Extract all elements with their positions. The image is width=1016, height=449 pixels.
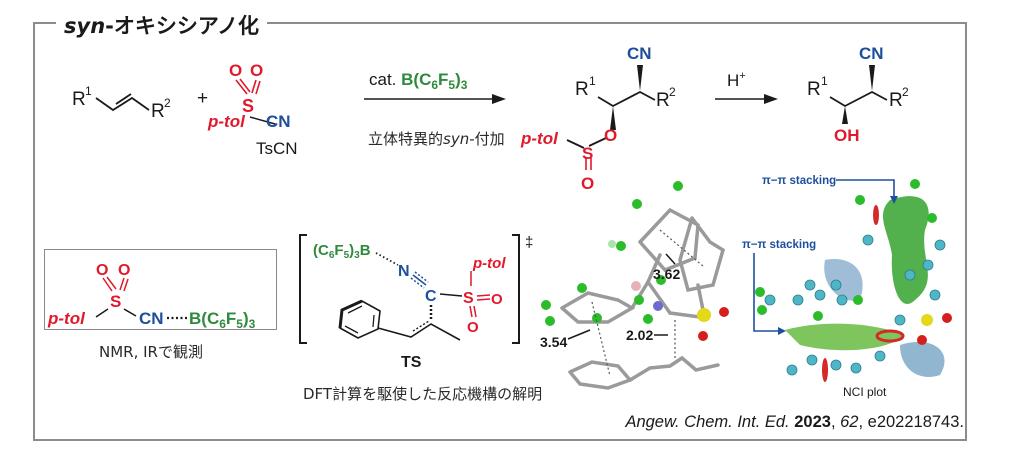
intermediate-cn: CN xyxy=(627,44,652,63)
stacking-label-1: π−π stacking xyxy=(762,175,836,187)
adduct-structure: O O S p-tol CN B(C6F5)3 xyxy=(47,262,256,331)
intermediate-s: S xyxy=(582,144,593,163)
intermediate-structure xyxy=(566,65,656,170)
ts-label: TS xyxy=(401,354,422,371)
ts-c: C xyxy=(425,288,437,305)
oxygen-atom-1 xyxy=(719,307,729,317)
ts-structure: ‡ (C6F5)3B N C S p-tol O O TS xyxy=(299,234,533,371)
sulfur-atom xyxy=(697,308,711,322)
distance-label-1: 3.62 xyxy=(653,266,680,282)
plus-sign: + xyxy=(197,88,208,109)
adduct-o2: O xyxy=(118,262,130,279)
product-r1-sup: 1 xyxy=(821,74,828,88)
ts-borane: (C6F5)3B xyxy=(313,242,371,261)
intermediate-r1-sup: 1 xyxy=(589,74,596,88)
alkene-r1: R xyxy=(72,89,86,110)
distance-label-2: 3.54 xyxy=(540,334,567,350)
product-r1: R xyxy=(807,79,821,100)
tscn-ptol: p-tol xyxy=(207,112,246,131)
intermediate-o: O xyxy=(604,126,617,145)
distance-label-3: 2.02 xyxy=(626,327,653,343)
ts-ptol: p-tol xyxy=(472,255,506,272)
nci-plot-caption: NCI plot xyxy=(843,385,887,399)
fluorine-atoms xyxy=(541,181,683,326)
alkene-structure xyxy=(95,93,150,112)
tscn-s: S xyxy=(242,96,254,116)
alkene-r2-sup: 2 xyxy=(164,96,171,110)
product-structure xyxy=(829,65,888,124)
alkene-r1-sup: 1 xyxy=(85,84,92,98)
isosurface-upper xyxy=(882,196,929,304)
nitrogen-atom xyxy=(653,301,663,311)
ts-o2: O xyxy=(467,319,479,336)
ts-caption: DFT計算を駆使した反応機構の解明 xyxy=(303,385,543,403)
panel-frame xyxy=(33,22,967,441)
citation: Angew. Chem. Int. Ed. 2023, 62, e2022187… xyxy=(625,413,964,431)
adduct-caption: NMR, IRで観測 xyxy=(99,343,203,361)
adduct-cn: CN xyxy=(139,309,164,328)
isosurface-lower xyxy=(785,323,905,351)
product-r2: R xyxy=(889,90,903,111)
tscn-o1: O xyxy=(229,61,242,80)
product-oh: OH xyxy=(834,126,860,145)
ts-dagger: ‡ xyxy=(525,234,533,251)
ts-n: N xyxy=(398,263,410,280)
reaction-arrow-2 xyxy=(715,94,778,104)
stacking-label-2: π−π stacking xyxy=(742,239,816,251)
adduct-ptol: p-tol xyxy=(47,309,86,328)
tscn-cn: CN xyxy=(266,112,291,131)
adduct-o1: O xyxy=(96,262,108,279)
reaction-arrow-1 xyxy=(364,94,506,104)
adduct-borane: B(C6F5)3 xyxy=(189,309,256,331)
dft-3d-model: 3.62 3.54 2.02 xyxy=(540,181,729,390)
nci-sulfur xyxy=(921,314,933,326)
adduct-box xyxy=(44,249,277,330)
catalyst-label: cat. B(C6F5)3 xyxy=(369,70,468,92)
ts-s: S xyxy=(463,290,474,307)
intermediate-o2: O xyxy=(581,174,594,193)
adduct-s: S xyxy=(110,292,121,311)
panel-title: syn-オキシシアノ化 xyxy=(56,10,267,40)
acid-label: H+ xyxy=(727,70,746,90)
product-cn: CN xyxy=(859,44,884,63)
title-italic: syn xyxy=(64,14,106,38)
tscn-structure: O O S p-tol CN TsCN xyxy=(207,61,298,158)
tscn-label: TsCN xyxy=(256,139,298,158)
stacking-arrows xyxy=(753,179,895,332)
nci-plot-image: π−π stacking π−π stacking NCI plot xyxy=(742,175,952,399)
syn-addition-note: 立体特異的syn-付加 xyxy=(368,130,505,148)
intermediate-r2-sup: 2 xyxy=(669,85,676,99)
tscn-o2: O xyxy=(250,61,263,80)
ts-o1: O xyxy=(491,291,503,308)
intermediate-r2: R xyxy=(656,90,670,111)
intermediate-r1: R xyxy=(575,79,589,100)
product-r2-sup: 2 xyxy=(902,85,909,99)
alkene-r2: R xyxy=(151,101,165,122)
intermediate-ptol: p-tol xyxy=(520,129,559,148)
boron-atom xyxy=(631,281,641,291)
title-rest: -オキシシアノ化 xyxy=(105,14,259,38)
oxygen-atom-2 xyxy=(698,331,708,341)
